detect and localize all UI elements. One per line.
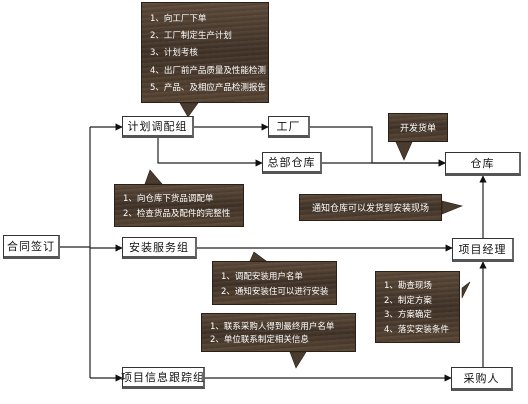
callout-tracking-tasks: 1、联系采购人得到最终用户名单 2、单位联系制定相关信息 <box>201 313 356 352</box>
node-factory[interactable]: 工厂 <box>268 116 310 138</box>
tail-tracking-tasks <box>289 351 307 369</box>
callout-factory-tasks: 1、向工厂下单 2、工厂制定生产计划 3、计划考核 4、出厂前产品质量及性能检测… <box>141 2 269 103</box>
callout-pm-tasks: 1、勘查现场 2、制定方案 3、方案确定 4、落实安装条件 <box>375 271 460 343</box>
node-tracking-group[interactable]: 项目信息跟踪组 <box>121 367 205 389</box>
callout-line: 5、产品、及相应产品检测报告 <box>150 83 266 94</box>
callout-line: 3、计划考核 <box>150 48 198 59</box>
node-contract-signing[interactable]: 合同签订 <box>3 235 60 259</box>
arrow-plan-to-hq <box>157 138 263 167</box>
tail-warehouse-tasks <box>144 169 163 185</box>
node-buyer[interactable]: 采购人 <box>451 367 513 391</box>
node-warehouse[interactable]: 仓库 <box>445 152 521 176</box>
tail-install-tasks <box>249 251 267 262</box>
callout-line: 3、方案确定 <box>384 310 432 321</box>
node-plan-group[interactable]: 计划调配组 <box>122 116 194 138</box>
callout-line: 1、联系采购人得到最终用户名单 <box>210 322 335 333</box>
node-hq-warehouse[interactable]: 总部仓库 <box>262 152 322 174</box>
callout-warehouse-tasks: 1、向仓库下货品调配单 2、检查货品及配件的完整性 <box>114 184 244 227</box>
callout-line: 1、勘查现场 <box>384 281 432 292</box>
node-project-manager[interactable]: 项目经理 <box>452 238 514 262</box>
callout-line: 2、通知安装住可以进行安装 <box>221 286 329 297</box>
callout-line: 4、出厂前产品质量及性能检测 <box>150 65 266 76</box>
callout-line: 2、检查货品及配件的完整性 <box>123 208 231 219</box>
tail-kaifa <box>395 141 413 161</box>
callout-line: 1、调配安装用户名单 <box>221 271 303 282</box>
tail-pm-tasks <box>461 281 471 299</box>
callout-issue-shipping: 开发货单 <box>388 113 448 142</box>
callout-line: 1、向工厂下单 <box>150 13 207 24</box>
callout-line: 2、单位联系制定相关信息 <box>210 334 309 345</box>
tail-factory-tasks <box>179 102 199 118</box>
callout-line: 2、制定方案 <box>384 295 432 306</box>
callout-notify-warehouse: 通知仓库可以发货到安装现场 <box>299 194 442 221</box>
callout-line: 1、向仓库下货品调配单 <box>123 194 214 205</box>
callout-line: 2、工厂制定生产计划 <box>150 31 232 42</box>
node-install-group[interactable]: 安装服务组 <box>122 237 197 259</box>
callout-install-tasks: 1、调配安装用户名单 2、通知安装住可以进行安装 <box>212 261 337 305</box>
callout-line: 4、落实安装条件 <box>384 324 449 335</box>
tail-tongzhi <box>441 200 463 215</box>
